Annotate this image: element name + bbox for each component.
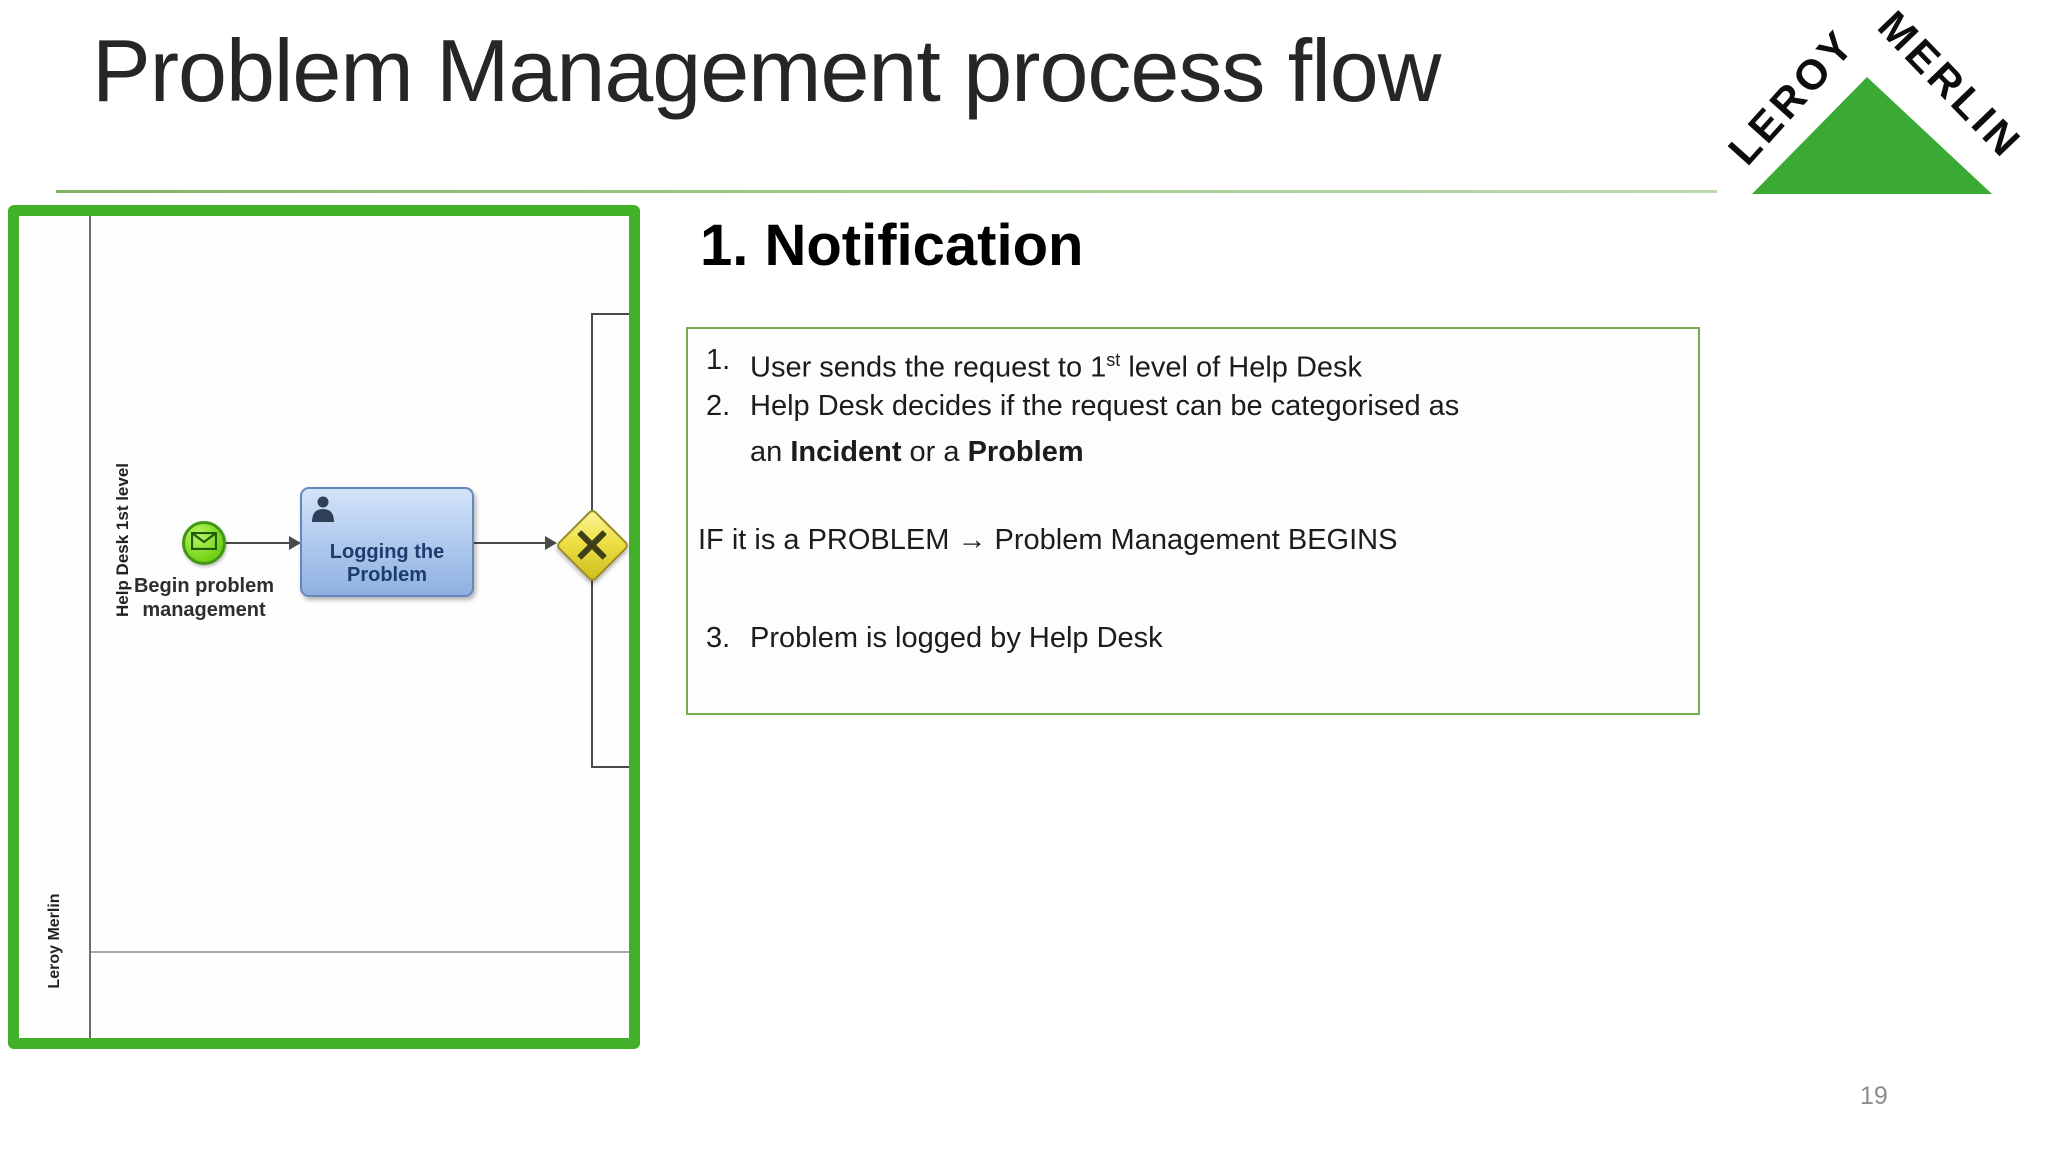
list-item-2: 2. Help Desk decides if the request can … [688,383,1698,429]
notification-note-box: 1. User sends the request to 1st level o… [686,327,1700,715]
person-icon [309,494,337,527]
page-number: 19 [1860,1082,1888,1110]
start-event-label: Begin problem management [133,575,274,621]
lane-divider-line [91,951,629,953]
list-number: 1. [706,344,731,376]
list-item-1: 1. User sends the request to 1st level o… [688,337,1698,384]
process-diagram-frame [8,205,640,1049]
list-number: 3. [706,622,731,654]
bold-problem: Problem [967,436,1084,468]
list-number: 2. [706,390,731,422]
page-title: Problem Management process flow [92,21,1441,120]
arrowhead-icon [289,536,301,550]
superscript-st: st [1106,350,1121,370]
if-problem-line: IF it is a PROBLEM → Problem Management … [698,524,1398,556]
start-event-message [182,521,226,565]
section-heading: 1. Notification [700,213,1084,278]
pool-label: Leroy Merlin [46,893,63,989]
envelope-icon [190,531,218,555]
subprocess-frame-top-edge [591,313,629,315]
title-underline [56,190,1717,193]
arrowhead-icon [545,536,557,550]
sequence-flow-line [226,542,290,544]
logo-triangle-icon [1752,77,1992,194]
subprocess-frame-bottom-edge [591,766,629,768]
list-item-3: 3. Problem is logged by Help Desk [688,615,1698,661]
pool-divider-line [89,216,91,1038]
list-item-2-continued: an Incident or a Problem [750,436,1084,468]
task-logging-the-problem: Logging the Problem [300,487,474,597]
sequence-flow-line [474,542,546,544]
task-label: Logging the Problem [329,541,445,586]
leroy-merlin-logo: LEROY MERLIN [1700,0,2048,200]
bold-incident: Incident [790,436,902,468]
